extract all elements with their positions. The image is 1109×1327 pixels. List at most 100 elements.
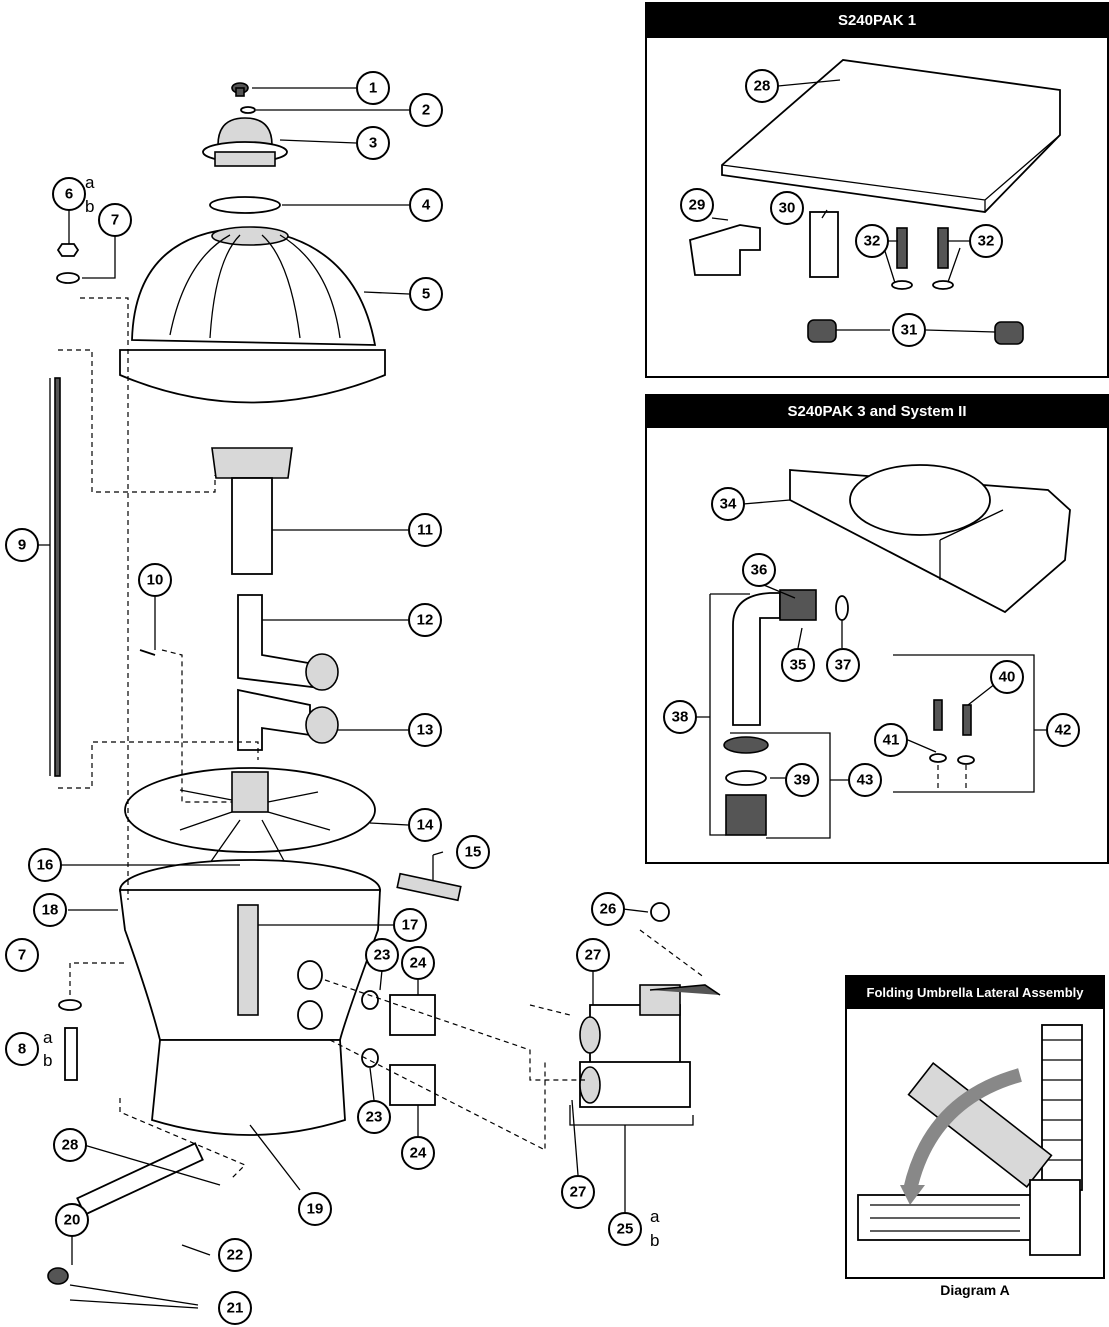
callout-c28: 28: [53, 1128, 87, 1162]
callout-label: 16: [37, 857, 54, 874]
callout-c16: 16: [28, 848, 62, 882]
part-top-valve: [202, 117, 288, 167]
callout-circle: [5, 528, 39, 562]
callout-c23a: 23: [365, 938, 399, 972]
callout-p30: 30: [770, 191, 804, 225]
callout-label: 3: [369, 135, 377, 152]
callout-label: 12: [417, 612, 434, 629]
callout-label: 19: [307, 1201, 324, 1218]
callout-label: 29: [689, 197, 706, 214]
callout-p42: 42: [1046, 713, 1080, 747]
panel2-parts: [693, 464, 1071, 839]
panel-umbrella-lateral-title: Folding Umbrella Lateral Assembly: [847, 977, 1103, 1009]
callout-c8: 8: [5, 1032, 39, 1066]
callout-circle: [680, 188, 714, 222]
panel-s240pak1-title: S240PAK 1: [647, 4, 1107, 38]
callout-circle: [892, 313, 926, 347]
callout-circle: [28, 848, 62, 882]
callout-label: 32: [864, 233, 881, 250]
callout-c24a: 24: [401, 946, 435, 980]
callout-c17: 17: [393, 908, 427, 942]
part-tie-rod: [54, 377, 61, 777]
diagram-a-caption: Diagram A: [940, 1282, 1010, 1298]
part-cap: [231, 82, 249, 97]
callout-c12: 12: [408, 603, 442, 637]
callout-circle: [409, 188, 443, 222]
callout-circle: [218, 1238, 252, 1272]
callout-label: 7: [111, 212, 119, 229]
callout-label: 10: [147, 572, 164, 589]
callout-c27a: 27: [576, 938, 610, 972]
part-adapters: [361, 990, 436, 1106]
callout-c5: 5: [409, 277, 443, 311]
callout-p28: 28: [745, 69, 779, 103]
callout-label: 28: [754, 78, 771, 95]
part-standpipe-upper: [211, 447, 293, 575]
callout-label: 9: [18, 537, 26, 554]
callout-circle: [401, 1136, 435, 1170]
callout-c9: 9: [5, 528, 39, 562]
suffix-25a: a: [650, 1207, 660, 1226]
callout-circle: [55, 1203, 89, 1237]
part-o-ring-small: [240, 106, 256, 114]
callout-circle: [663, 700, 697, 734]
callout-circle: [98, 203, 132, 237]
suffix-6a: a: [85, 173, 95, 192]
callout-p31: 31: [892, 313, 926, 347]
callout-circle: [591, 892, 625, 926]
callout-c18: 18: [33, 893, 67, 927]
callout-label: 15: [465, 844, 482, 861]
callout-circle: [5, 938, 39, 972]
part-filter-dome: [119, 226, 386, 404]
callout-circle: [874, 723, 908, 757]
callout-label: 21: [227, 1300, 244, 1317]
callout-label: 27: [585, 947, 602, 964]
suffix-8b: b: [43, 1051, 52, 1070]
callout-circle: [456, 835, 490, 869]
callout-label: 2: [422, 102, 430, 119]
callout-p32b: 32: [969, 224, 1003, 258]
callout-label: 25: [617, 1221, 634, 1238]
callout-circle: [770, 191, 804, 225]
callout-p41: 41: [874, 723, 908, 757]
callout-c7a: 7: [98, 203, 132, 237]
part-tank-base: [151, 1039, 346, 1136]
callout-label: 30: [779, 200, 796, 217]
callout-p43: 43: [848, 763, 882, 797]
callout-circle: [33, 893, 67, 927]
callout-circle: [711, 487, 745, 521]
callout-c19: 19: [298, 1192, 332, 1226]
callout-c27b: 27: [561, 1175, 595, 1209]
callout-p40: 40: [990, 660, 1024, 694]
part-elbow-lower: [237, 688, 339, 751]
callout-c13: 13: [408, 713, 442, 747]
callout-c10: 10: [138, 563, 172, 597]
callout-circle: [608, 1212, 642, 1246]
callout-circle: [357, 1100, 391, 1134]
callout-label: 4: [422, 197, 431, 214]
callout-label: 6: [65, 186, 73, 203]
suffix-8a: a: [43, 1028, 53, 1047]
callout-p38: 38: [663, 700, 697, 734]
callout-circle: [138, 563, 172, 597]
callout-circle: [969, 224, 1003, 258]
callout-c11: 11: [408, 513, 442, 547]
callout-c7b: 7: [5, 938, 39, 972]
callout-circle: [409, 277, 443, 311]
dashed-assembly-lines: [58, 297, 706, 1181]
callout-c20: 20: [55, 1203, 89, 1237]
callout-circle: [408, 603, 442, 637]
callout-label: 20: [64, 1212, 81, 1229]
callout-circle: [745, 69, 779, 103]
callout-label: 26: [600, 901, 617, 918]
panel-s240pak3-title: S240PAK 3 and System II: [647, 396, 1107, 428]
callout-label: 36: [751, 562, 768, 579]
callout-label: 31: [901, 322, 918, 339]
callout-c2: 2: [409, 93, 443, 127]
part-bolt: [58, 999, 82, 1081]
callout-label: 5: [422, 286, 430, 303]
callout-p35: 35: [781, 648, 815, 682]
part-elbow-upper: [237, 594, 339, 691]
callout-circle: [356, 126, 390, 160]
